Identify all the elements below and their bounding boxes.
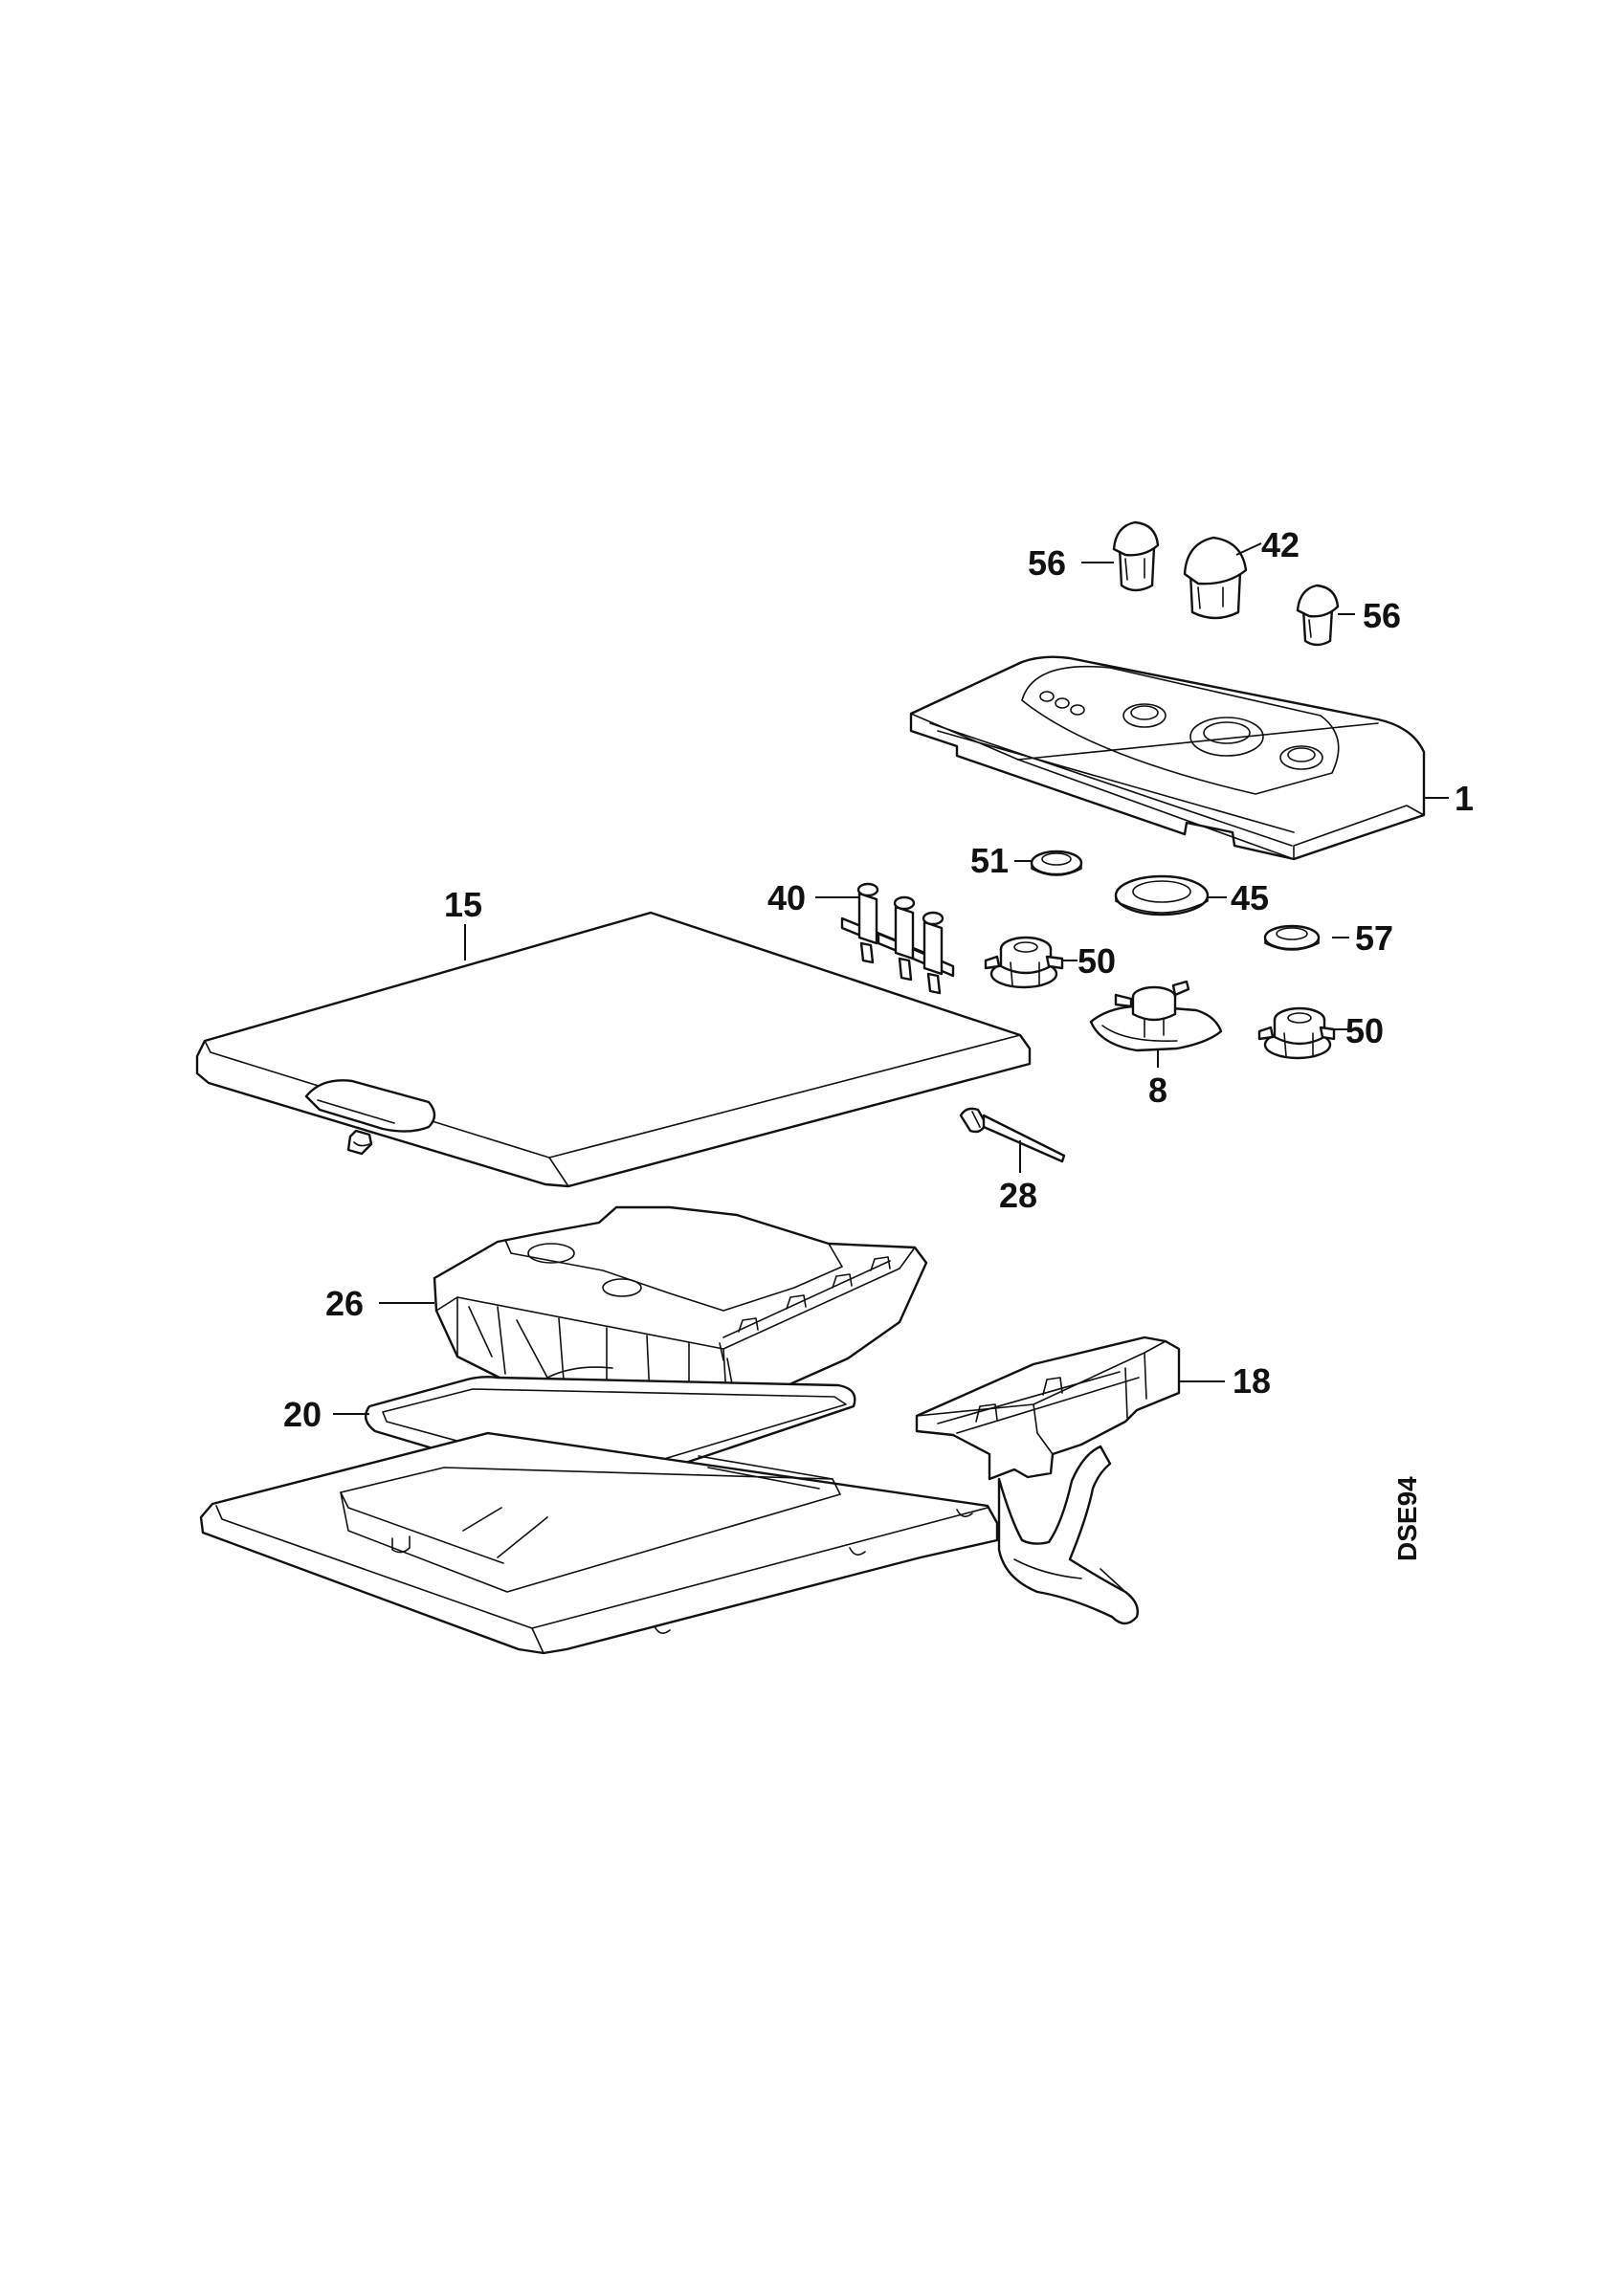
label-50-right: 50 — [1345, 1011, 1384, 1050]
label-28: 28 — [999, 1176, 1037, 1215]
label-15: 15 — [444, 885, 482, 924]
label-57: 57 — [1355, 918, 1393, 958]
pin-28 — [959, 1107, 1066, 1163]
label-1: 1 — [1455, 779, 1474, 818]
ring-57 — [1263, 924, 1321, 951]
label-26: 26 — [325, 1284, 364, 1323]
label-50-upper: 50 — [1078, 941, 1116, 981]
base-tray-and-bracket-18 — [199, 1336, 1181, 1655]
label-42: 42 — [1261, 525, 1300, 564]
diagram-code: DSE94 — [1392, 1476, 1422, 1561]
valve-50-right — [1257, 1006, 1336, 1060]
valve-assembly-8 — [1089, 980, 1223, 1052]
knob-56-right — [1296, 584, 1340, 647]
label-18: 18 — [1233, 1361, 1271, 1401]
control-panel-1 — [909, 655, 1426, 861]
leader-42 — [1235, 542, 1262, 556]
valve-50-upper — [984, 936, 1064, 989]
lid-15 — [195, 911, 1032, 1188]
knob-56-left — [1112, 520, 1160, 592]
label-56-left: 56 — [1028, 543, 1066, 583]
label-51: 51 — [970, 841, 1009, 880]
label-45: 45 — [1231, 878, 1269, 917]
ring-45 — [1114, 874, 1210, 916]
label-8: 8 — [1148, 1071, 1167, 1110]
ring-51 — [1030, 850, 1083, 876]
switches-40 — [840, 882, 955, 995]
label-40: 40 — [767, 878, 806, 917]
knob-42 — [1183, 536, 1248, 620]
label-56-right: 56 — [1363, 596, 1401, 635]
label-20: 20 — [283, 1395, 322, 1434]
